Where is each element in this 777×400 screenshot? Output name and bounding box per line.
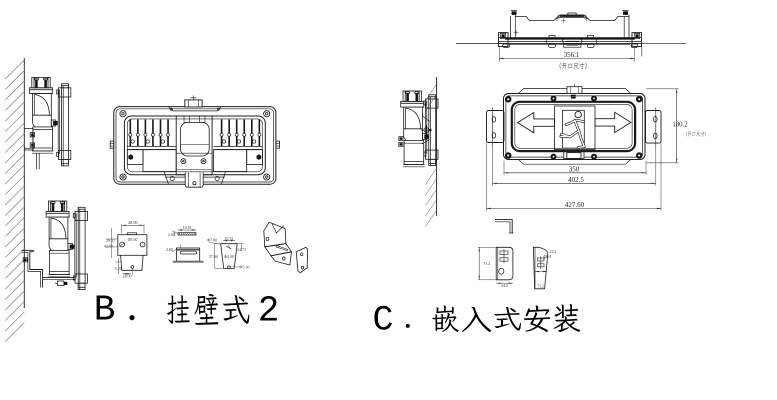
svg-text:180.2: 180.2 [672,122,688,129]
svg-text:2: 2 [258,290,280,331]
svg-text:42.90: 42.90 [104,244,113,249]
svg-text:Φ5.30: Φ5.30 [240,265,250,270]
svg-text:Φ5.00: Φ5.00 [128,237,138,242]
svg-text:71.2: 71.2 [537,285,544,289]
svg-text:C: C [372,300,393,340]
svg-text:29.37: 29.37 [106,238,115,243]
svg-text:10.52: 10.52 [224,236,233,241]
svg-text:427.60: 427.60 [565,201,585,209]
svg-text:10.51: 10.51 [183,225,192,230]
svg-text:5.20: 5.20 [115,266,122,271]
svg-text:14.71: 14.71 [237,247,246,252]
svg-text:24.2: 24.2 [550,250,557,254]
svg-text:B: B [94,290,116,331]
svg-text:356.1: 356.1 [564,51,580,59]
svg-text:2.00: 2.00 [166,247,173,252]
svg-text:Φ4.00: Φ4.00 [224,254,234,259]
svg-text:24.2: 24.2 [501,283,508,288]
svg-text:402.5: 402.5 [568,176,584,184]
svg-text:2.00: 2.00 [168,232,175,237]
svg-text:350: 350 [569,165,580,173]
svg-text:24.00: 24.00 [123,274,132,279]
svg-text:Φ7.00: Φ7.00 [207,238,217,243]
svg-text:71.2: 71.2 [483,261,490,266]
svg-text:57.00: 57.00 [209,254,218,259]
svg-text:48.00: 48.00 [128,220,137,225]
